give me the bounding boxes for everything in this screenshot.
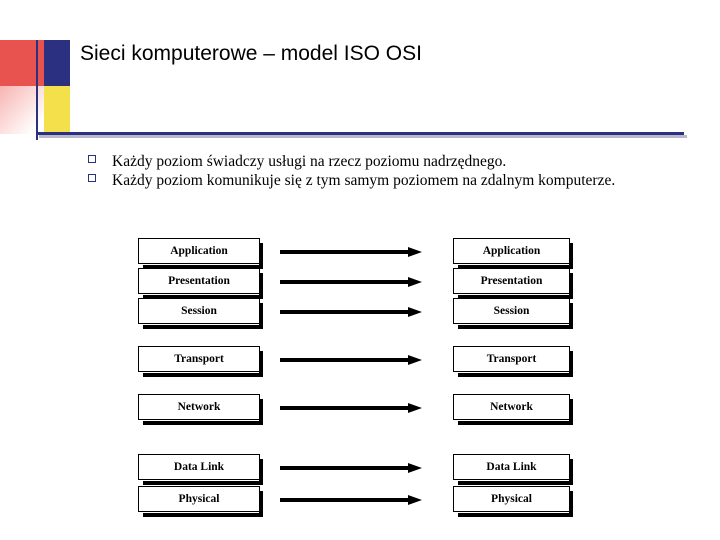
arrow-head-icon <box>408 463 422 473</box>
layer-box-right-transport: Transport <box>453 346 573 377</box>
peer-arrow-data-link <box>280 463 422 473</box>
layer-box-left-network: Network <box>138 394 263 425</box>
arrow-shaft <box>280 310 410 314</box>
bullet-square-icon <box>88 155 96 163</box>
page-title: Sieci komputerowe – model ISO OSI <box>80 42 422 65</box>
layer-box-right-application: Application <box>453 238 573 269</box>
peer-arrow-physical <box>280 495 422 505</box>
layer-box-right-network: Network <box>453 394 573 425</box>
title-rule-shadow <box>39 135 687 138</box>
layer-box-left-transport: Transport <box>138 346 263 377</box>
layer-box-left-session: Session <box>138 298 263 329</box>
list-item: Każdy poziom komunikuje się z tym samym … <box>88 171 668 190</box>
arrow-head-icon <box>408 403 422 413</box>
decoration-yellow-square <box>44 86 70 134</box>
osi-model-diagram: Application Presentation Session Transpo… <box>0 230 720 520</box>
decoration-navy-square <box>44 40 70 86</box>
peer-arrow-application <box>280 247 422 257</box>
title-rule <box>36 132 684 135</box>
list-item: Każdy poziom świadczy usługi na rzecz po… <box>88 152 668 171</box>
arrow-head-icon <box>408 355 422 365</box>
bullet-list: Każdy poziom świadczy usługi na rzecz po… <box>88 152 668 190</box>
arrow-head-icon <box>408 247 422 257</box>
decoration-vertical-line <box>36 40 38 140</box>
layer-box-right-physical: Physical <box>453 486 573 517</box>
layer-box-left-presentation: Presentation <box>138 268 263 299</box>
layer-box-right-data-link: Data Link <box>453 454 573 485</box>
arrow-shaft <box>280 498 410 502</box>
bullet-text: Każdy poziom komunikuje się z tym samym … <box>112 172 616 189</box>
layer-box-right-session: Session <box>453 298 573 329</box>
arrow-head-icon <box>408 277 422 287</box>
peer-arrow-presentation <box>280 277 422 287</box>
layer-box-right-presentation: Presentation <box>453 268 573 299</box>
arrow-shaft <box>280 250 410 254</box>
arrow-shaft <box>280 358 410 362</box>
arrow-head-icon <box>408 495 422 505</box>
layer-box-left-application: Application <box>138 238 263 269</box>
layer-box-left-data-link: Data Link <box>138 454 263 485</box>
arrow-shaft <box>280 406 410 410</box>
bullet-square-icon <box>88 174 96 182</box>
decorative-corner-blocks <box>0 40 95 140</box>
peer-arrow-session <box>280 307 422 317</box>
bullet-text: Każdy poziom świadczy usługi na rzecz po… <box>112 153 507 170</box>
layer-box-left-physical: Physical <box>138 486 263 517</box>
peer-arrow-network <box>280 403 422 413</box>
arrow-head-icon <box>408 307 422 317</box>
arrow-shaft <box>280 466 410 470</box>
peer-arrow-transport <box>280 355 422 365</box>
arrow-shaft <box>280 280 410 284</box>
